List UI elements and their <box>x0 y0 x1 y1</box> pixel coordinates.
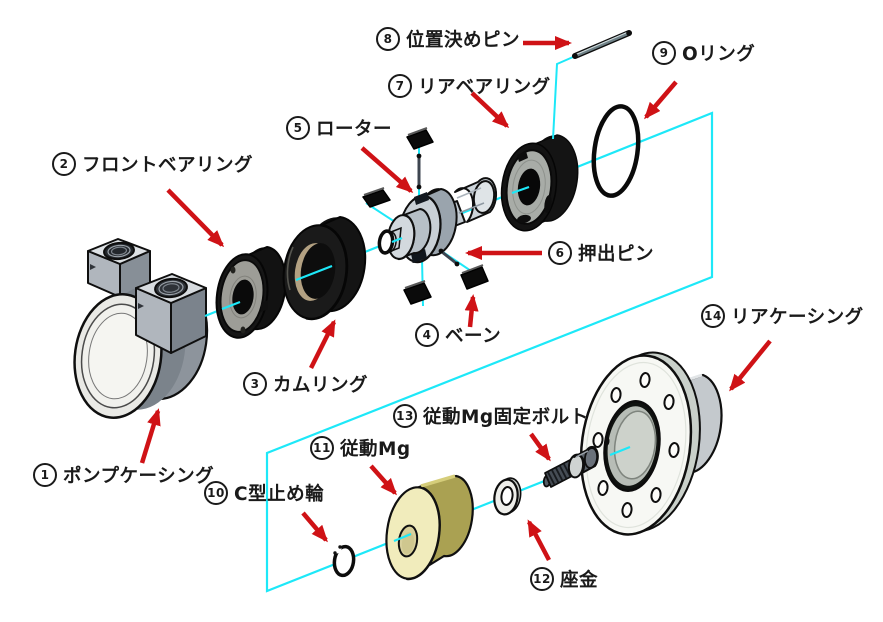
callout-arrows <box>139 36 772 562</box>
label-text: ポンプケーシング <box>63 466 215 487</box>
push-pin-top <box>416 153 422 190</box>
assembly-axis-line <box>204 111 714 593</box>
label-text: 位置決めピン <box>406 30 521 51</box>
vane-top <box>406 129 434 150</box>
label-number: 10 <box>204 481 228 505</box>
label-text: C型止め輪 <box>234 484 325 505</box>
arrow-magnet <box>369 464 397 496</box>
rear-bearing <box>500 134 579 232</box>
vane-bottom <box>403 282 432 305</box>
label-number: 13 <box>393 404 417 428</box>
label-text: ローター <box>316 119 393 140</box>
vane-right <box>460 266 489 290</box>
label-number: 4 <box>415 323 439 347</box>
label-number: 11 <box>310 436 334 460</box>
vane-left <box>362 189 391 208</box>
label-number: 3 <box>243 372 267 396</box>
rotor-assembly <box>362 127 498 307</box>
arrow-rear-bearing <box>470 91 510 129</box>
label-number: 8 <box>376 27 400 51</box>
arrow-cam-ring <box>308 319 337 370</box>
label-pump-casing: 1 ポンプケーシング <box>33 462 214 488</box>
label-text: 従動Mg <box>340 439 411 460</box>
label-text: フロントベアリング <box>82 155 254 176</box>
label-text: Oリング <box>682 44 756 65</box>
arrow-vane <box>464 294 479 328</box>
label-positioning-pin: 8 位置決めピン <box>376 26 520 52</box>
label-rear-bearing: 7 リアベアリング <box>388 73 551 99</box>
label-cam-ring: 3 カムリング <box>243 371 368 397</box>
label-number: 5 <box>286 116 310 140</box>
fixing-bolt <box>542 445 599 488</box>
label-text: リアケーシング <box>731 307 864 328</box>
label-push-pin: 6 押出ピン <box>548 240 654 266</box>
label-text: 座金 <box>560 570 599 591</box>
label-number: 6 <box>548 241 572 265</box>
arrow-c-ring <box>301 511 328 543</box>
label-number: 1 <box>33 463 57 487</box>
arrow-rotor <box>360 146 414 193</box>
label-vane: 4 ベーン <box>415 322 501 348</box>
label-text: カムリング <box>273 375 369 396</box>
arrow-front-bearing <box>166 188 225 248</box>
label-magnet: 11 従動Mg <box>310 435 411 461</box>
label-text: ベーン <box>445 326 502 347</box>
arrow-rear-casing <box>729 339 772 392</box>
label-o-ring: 9 Oリング <box>652 40 755 66</box>
pump-port-front <box>135 273 207 354</box>
arrow-washer <box>527 519 551 562</box>
label-text: リアベアリング <box>418 77 551 98</box>
positioning-pin <box>552 30 632 140</box>
arrow-pump-casing <box>139 408 161 464</box>
push-pin-bottom <box>438 248 460 267</box>
vanes <box>362 129 489 305</box>
label-number: 12 <box>530 567 554 591</box>
label-c-ring: 10 C型止め輪 <box>204 480 324 506</box>
c-ring <box>332 544 356 578</box>
arrow-fixing-bolt <box>529 432 551 462</box>
label-fixing-bolt: 13 従動Mg固定ボルト <box>393 403 589 429</box>
rear-casing <box>579 351 723 536</box>
label-rear-casing: 14 リアケーシング <box>701 303 864 329</box>
flange-bolt-holes <box>592 372 680 518</box>
label-number: 14 <box>701 304 725 328</box>
label-number: 7 <box>388 74 412 98</box>
label-number: 2 <box>52 152 76 176</box>
driven-magnet <box>385 474 474 581</box>
label-text: 従動Mg固定ボルト <box>423 407 589 428</box>
o-ring <box>591 104 641 198</box>
arrow-o-ring <box>644 80 678 120</box>
label-washer: 12 座金 <box>530 566 598 592</box>
axis-overlay-segments <box>221 185 631 543</box>
front-bearing <box>215 245 287 339</box>
label-front-bearing: 2 フロントベアリング <box>52 151 253 177</box>
label-rotor: 5 ローター <box>286 115 392 141</box>
label-text: 押出ピン <box>578 244 655 265</box>
shaft-ring <box>377 229 395 255</box>
cam-ring <box>282 215 367 321</box>
label-number: 9 <box>652 41 676 65</box>
pump-casing <box>73 238 209 419</box>
washer <box>493 477 522 516</box>
